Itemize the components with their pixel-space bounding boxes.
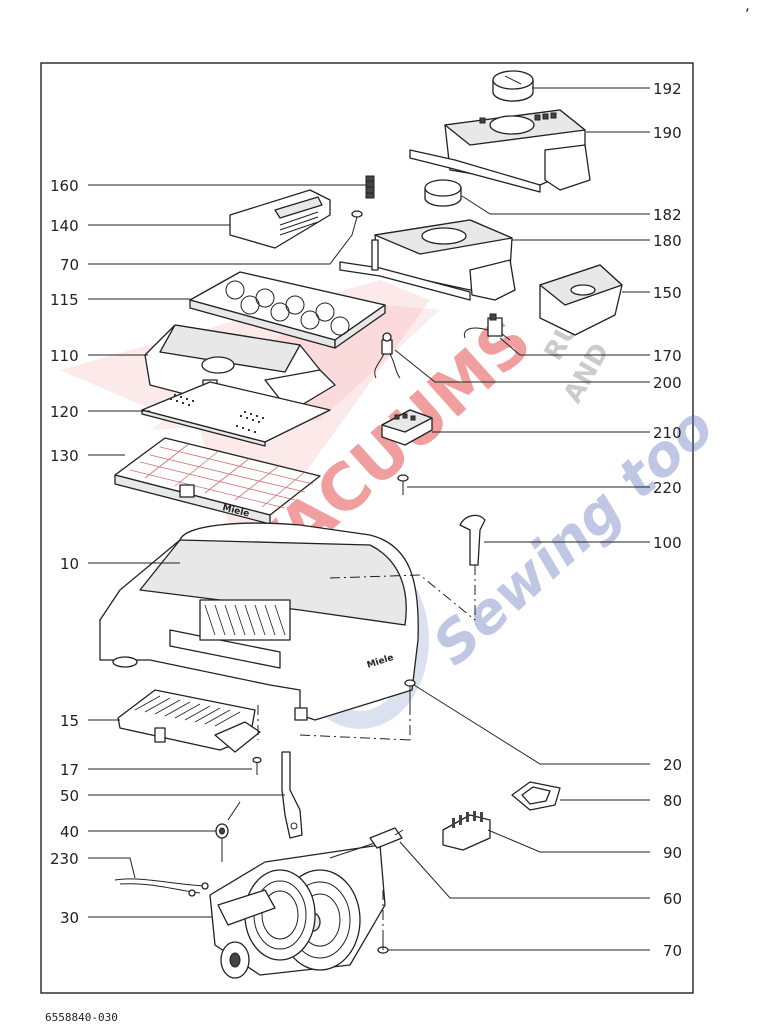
part-160-spring [365, 175, 375, 199]
part-192-knob [492, 70, 534, 102]
part-90-connector [442, 811, 491, 851]
callout-90: 90 [663, 844, 682, 862]
callout-210: 210 [653, 424, 682, 442]
callout-230: 230 [50, 850, 79, 868]
part-80-ring [511, 781, 561, 811]
corner-mark: , [745, 0, 750, 14]
part-70-screw-upper [351, 210, 363, 236]
callout-115: 115 [50, 291, 79, 309]
part-200-lamp [374, 332, 401, 379]
callout-160: 160 [50, 177, 79, 195]
part-10-main-body: Miele [99, 522, 476, 721]
callout-190: 190 [653, 124, 682, 142]
part-210-block [381, 409, 433, 446]
part-220-screw [397, 474, 409, 495]
part-30-cable-reel [209, 827, 404, 979]
callout-70-upper: 70 [60, 256, 79, 274]
part-17-screw [252, 756, 262, 775]
callout-100: 100 [653, 534, 682, 552]
part-170-switch [463, 313, 511, 341]
callout-220: 220 [653, 479, 682, 497]
callout-80: 80 [663, 792, 682, 810]
callout-110: 110 [50, 347, 79, 365]
callout-70-lower: 70 [663, 942, 682, 960]
callout-20: 20 [663, 756, 682, 774]
callout-15: 15 [60, 712, 79, 730]
callout-140: 140 [50, 217, 79, 235]
document-code: 6558840-030 [45, 1011, 118, 1024]
callout-17: 17 [60, 761, 79, 779]
leader-lines [88, 87, 650, 951]
part-150-flap [539, 264, 623, 336]
callout-180: 180 [653, 232, 682, 250]
callout-182: 182 [653, 206, 682, 224]
callout-60: 60 [663, 890, 682, 908]
part-190-top-cover [409, 109, 591, 193]
callout-30: 30 [60, 909, 79, 927]
part-50-bracket [281, 751, 303, 839]
part-115-filter-frame [189, 271, 386, 349]
callout-170: 170 [653, 347, 682, 365]
callout-130: 130 [50, 447, 79, 465]
callout-labels: 192 190 160 140 182 180 70 115 150 110 1… [50, 80, 682, 960]
part-120-perforated-plate [141, 381, 331, 447]
part-180-inner-cover [339, 219, 516, 301]
callout-200: 200 [653, 374, 682, 392]
part-20-screw [404, 679, 416, 740]
part-182-knob [424, 179, 462, 207]
diagram-frame [40, 62, 694, 994]
part-100-latch [459, 514, 486, 620]
callout-10: 10 [60, 555, 79, 573]
part-15-base-grille [117, 689, 411, 753]
callout-192: 192 [653, 80, 682, 98]
callout-120: 120 [50, 403, 79, 421]
callout-150: 150 [653, 284, 682, 302]
part-140-cover [229, 189, 331, 249]
callout-50: 50 [60, 787, 79, 805]
part-40-grommet [215, 801, 241, 862]
part-230-cable [114, 878, 209, 897]
callout-40: 40 [60, 823, 79, 841]
part-130-hepa-filter: Miele [114, 437, 321, 525]
